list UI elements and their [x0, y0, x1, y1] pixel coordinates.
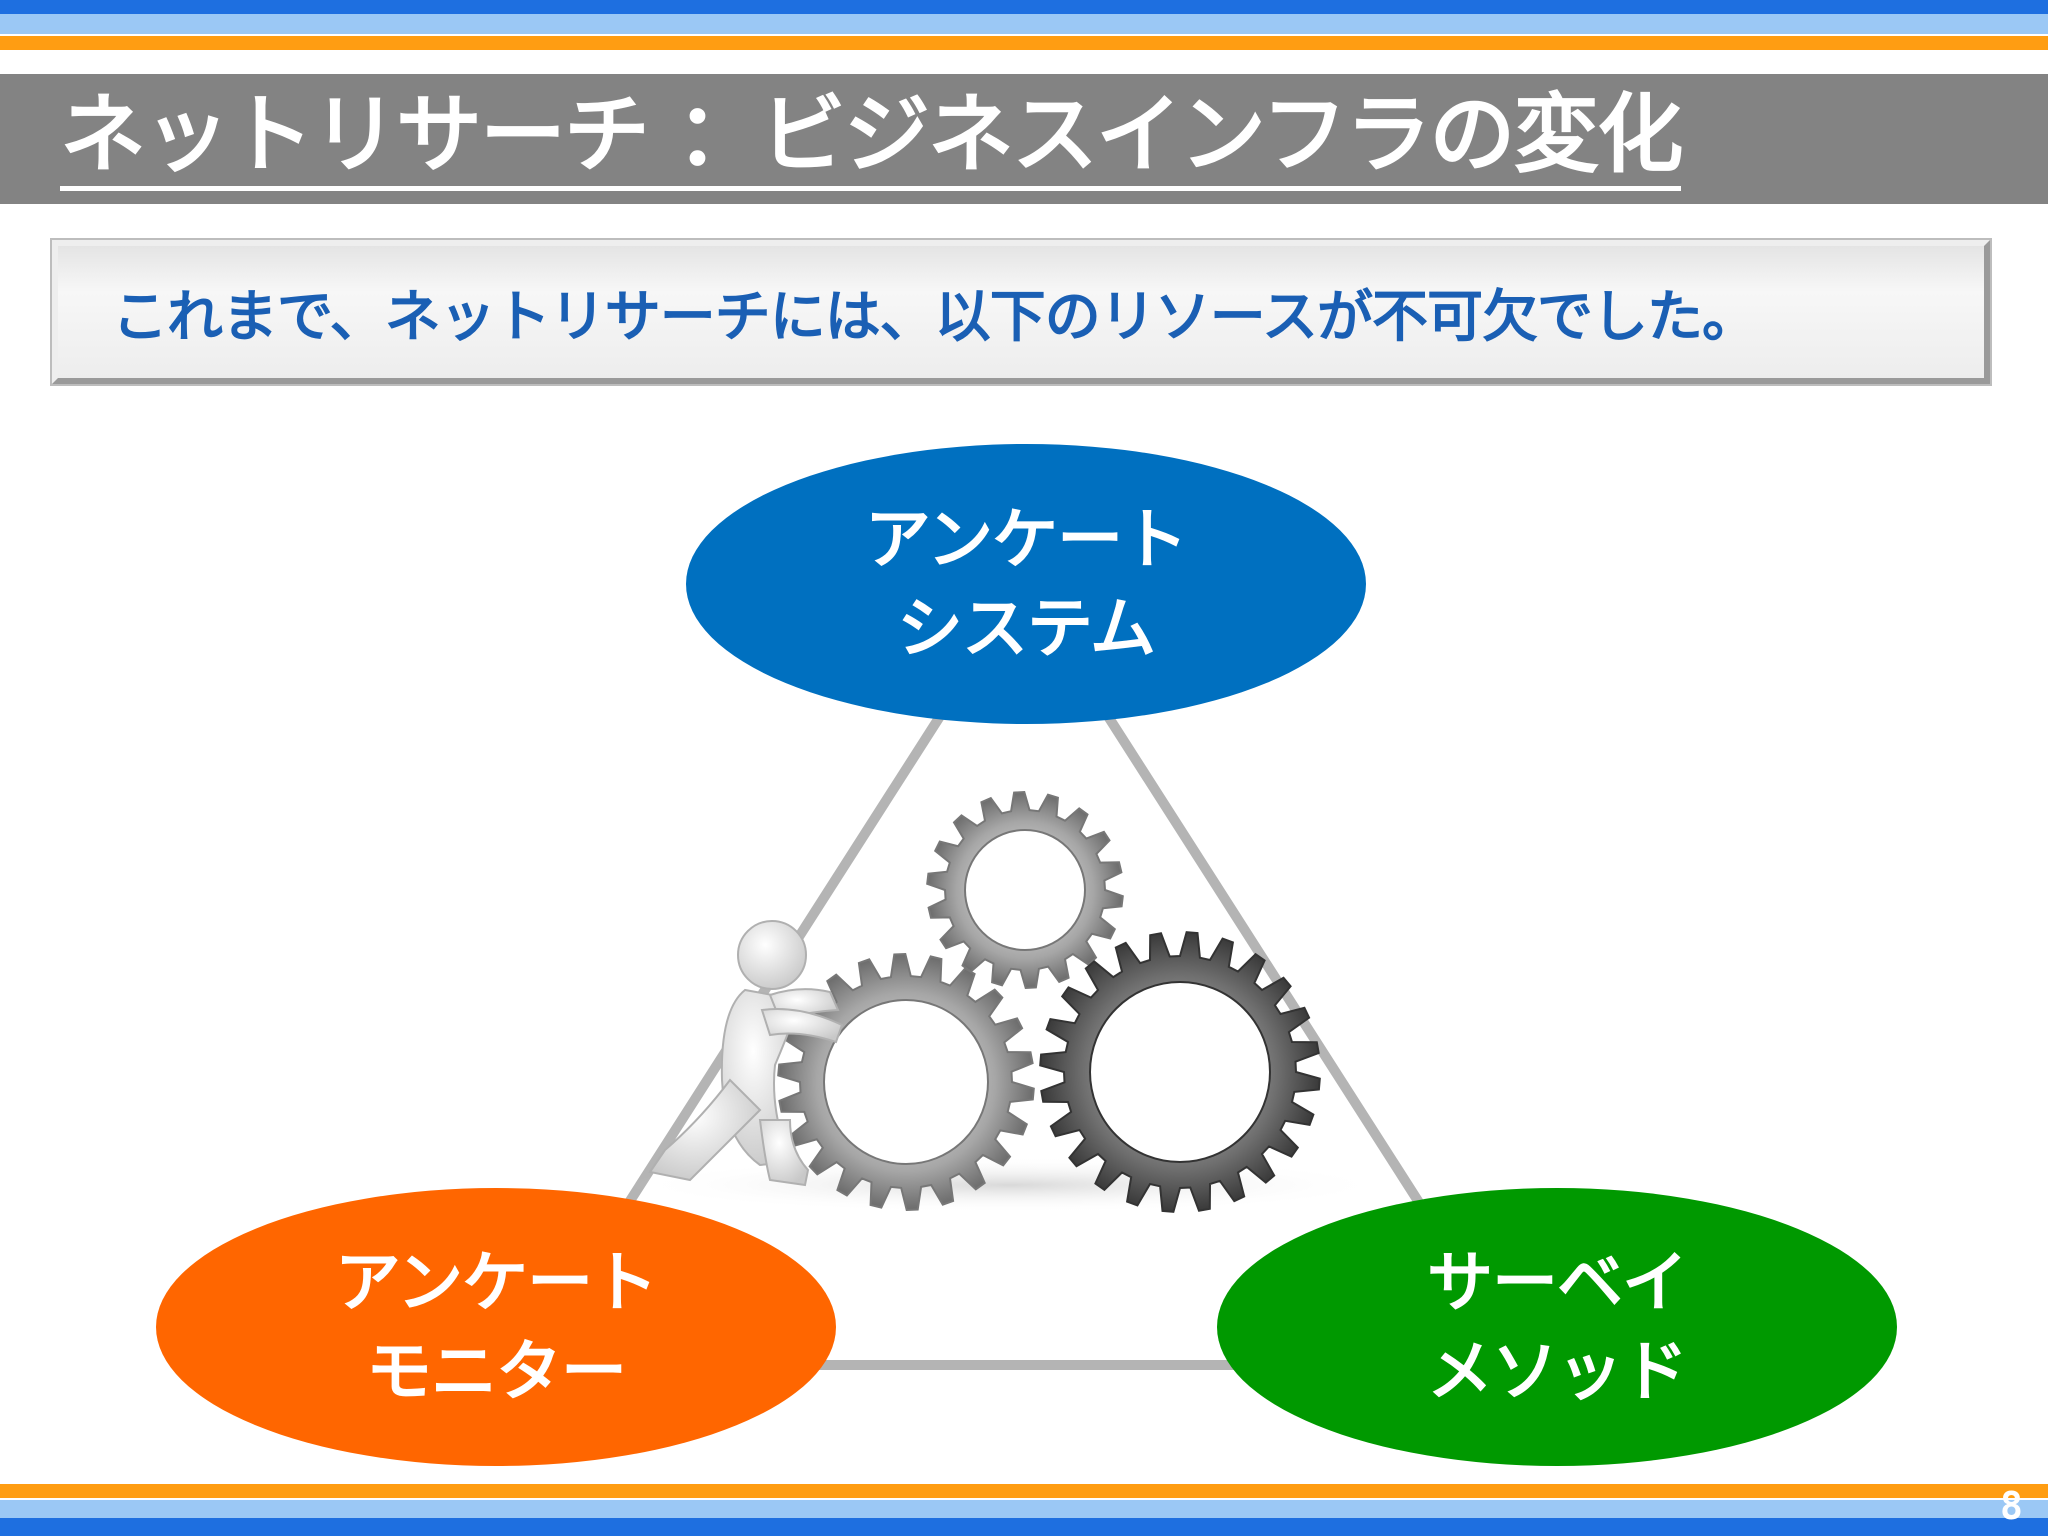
top-stripe-orange [0, 36, 2048, 50]
survey-system-line1: アンケート [864, 500, 1188, 578]
gear-right [1039, 931, 1321, 1213]
resource-ellipse-survey-monitor: アンケート モニター [156, 1188, 836, 1466]
bottom-stripe-light-blue [0, 1500, 2048, 1518]
survey-method-line1: サーベイ [1427, 1243, 1688, 1321]
survey-monitor-line2: モニター [366, 1333, 627, 1410]
person-pushing-gears-icon [648, 790, 1321, 1213]
page-number: 8 [2000, 1484, 2023, 1528]
survey-system-line2: システム [896, 590, 1156, 667]
bottom-stripe-orange [0, 1484, 2048, 1498]
floor-shadow [630, 1157, 1390, 1213]
resource-ellipse-survey-system: アンケート システム [686, 444, 1366, 724]
survey-method-line2: メソッド [1427, 1333, 1688, 1410]
top-stripe-light-blue [0, 14, 2048, 34]
resource-ellipse-survey-method: サーベイ メソッド [1217, 1188, 1897, 1466]
bottom-stripe-blue [0, 1518, 2048, 1536]
person-figure [648, 920, 844, 1187]
gear-left [777, 952, 1035, 1212]
intro-box [52, 240, 1990, 384]
gear-top [926, 790, 1124, 990]
slide-title: ネットリサーチ ：ビジネスインフラの変化 [60, 92, 1683, 191]
intro-text: これまで、ネットリサーチには、以下のリソースが不可欠でした。 [112, 285, 1758, 350]
top-stripe-blue [0, 0, 2048, 14]
survey-monitor-line1: アンケート [334, 1243, 658, 1321]
title-bar [0, 74, 2048, 204]
